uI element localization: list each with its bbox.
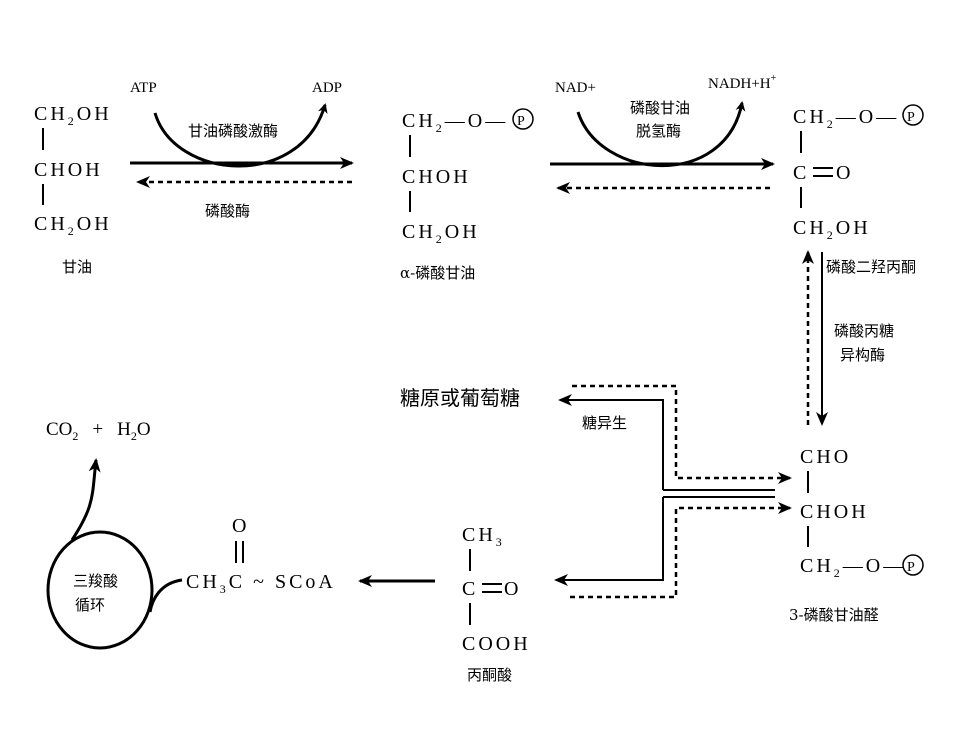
phosphatase-label: 磷酸酶 [205, 202, 250, 220]
pyruvate-name: 丙酮酸 [467, 666, 512, 684]
glycerol-line1: CH2OH [34, 103, 112, 128]
pyruvate-line3: COOH [462, 633, 531, 655]
step2-reaction: NAD+ NADH+H+ 磷酸甘油 脱氢酶 [550, 73, 777, 194]
gluconeogenesis-dashed-arrow [572, 384, 792, 484]
glycolysis-solid-arrow [554, 497, 664, 586]
dhap-line1: CH2—O— [793, 106, 899, 131]
dhap-line3: CH2OH [793, 217, 871, 242]
gluconeogenesis-label: 糖异生 [582, 414, 627, 432]
glycolysis-dashed-arrow [570, 502, 792, 599]
phosphate-circle-icon [902, 104, 924, 126]
gp-line2: CHOH [402, 166, 471, 188]
glycogen-glucose-label: 糖原或葡萄糖 [400, 386, 520, 410]
dhap-name: 磷酸二羟丙酮 [826, 258, 916, 276]
g3p-line3: CH2—O— [800, 555, 906, 580]
acetylcoa-carbonyl-o: O [232, 515, 249, 537]
pyruvate-line2: C [462, 578, 478, 600]
nad-label: NAD+ [555, 80, 596, 96]
glycerol-line2: CHOH [34, 159, 103, 181]
nadh-label: NADH+H+ [708, 73, 777, 92]
tca-to-products-arrow [70, 458, 101, 541]
dehydrogenase-label-line1: 磷酸甘油 [630, 99, 690, 117]
isomerase-label-line1: 磷酸丙糖 [834, 322, 894, 340]
glycerol-line3: CH2OH [34, 213, 112, 238]
atp-adp-curve-arrow [153, 103, 328, 168]
branch-connectors [554, 384, 792, 599]
dehydrogenase-label-line2: 脱氢酶 [636, 122, 681, 140]
acetylcoa-main: CH3C~ SCoA [186, 571, 336, 596]
gluconeogenesis-solid-arrow [558, 394, 664, 490]
adp-label: ADP [312, 80, 342, 96]
acetylcoa-structure: O CH3C~ SCoA [186, 515, 336, 596]
glycerophosphate-structure: CH2—O— P CHOH CH2OH α-磷酸甘油 [400, 108, 534, 282]
gp-p-label: P [517, 114, 525, 129]
step3-reaction: 磷酸丙糖 异构酶 [802, 250, 894, 426]
g3p-line1: CHO [800, 446, 851, 468]
glycerol-structure: CH2OH CHOH CH2OH 甘油 [34, 103, 112, 276]
glycerol-name: 甘油 [62, 258, 92, 276]
acetylcoa-to-tca-connector [148, 578, 183, 613]
dhap-line2: C [793, 162, 809, 184]
atp-label: ATP [130, 80, 157, 96]
glycerophosphate-name: α-磷酸甘油 [400, 264, 475, 282]
dhap-p-label: P [907, 110, 915, 125]
tca-cycle-circle [46, 530, 154, 650]
isomerase-label-line2: 异构酶 [840, 346, 885, 364]
g3p-name: 3-磷酸甘油醛 [789, 606, 879, 624]
gp-line1: CH2—O— [402, 110, 508, 135]
g3p-line2: CHOH [800, 501, 869, 523]
g3p-p-label: P [907, 560, 915, 575]
glycerol-kinase-label: 甘油磷酸激酶 [188, 122, 278, 140]
dhap-structure: CH2—O— P C O CH2OH 磷酸二羟丙酮 [793, 104, 924, 276]
tca-label-line2: 循环 [75, 596, 105, 614]
phosphate-circle-icon [512, 108, 534, 130]
final-products: CO2+H2O [46, 419, 151, 443]
step1-reaction: ATP ADP 甘油磷酸激酶 磷酸酶 [130, 80, 354, 220]
gp-line3: CH2OH [402, 221, 480, 246]
pyruvate-line1: CH3 [462, 524, 505, 549]
pyruvate-structure: CH3 C O COOH 丙酮酸 [462, 524, 531, 684]
pyruvate-carbonyl-o: O [504, 578, 521, 600]
dhap-carbonyl-o: O [836, 162, 853, 184]
phosphate-circle-icon [902, 554, 924, 576]
tca-cycle: 三羧酸 循环 [46, 458, 183, 650]
tca-label-line1: 三羧酸 [73, 572, 118, 590]
g3p-structure: CHO CHOH CH2—O— P 3-磷酸甘油醛 [789, 446, 924, 624]
